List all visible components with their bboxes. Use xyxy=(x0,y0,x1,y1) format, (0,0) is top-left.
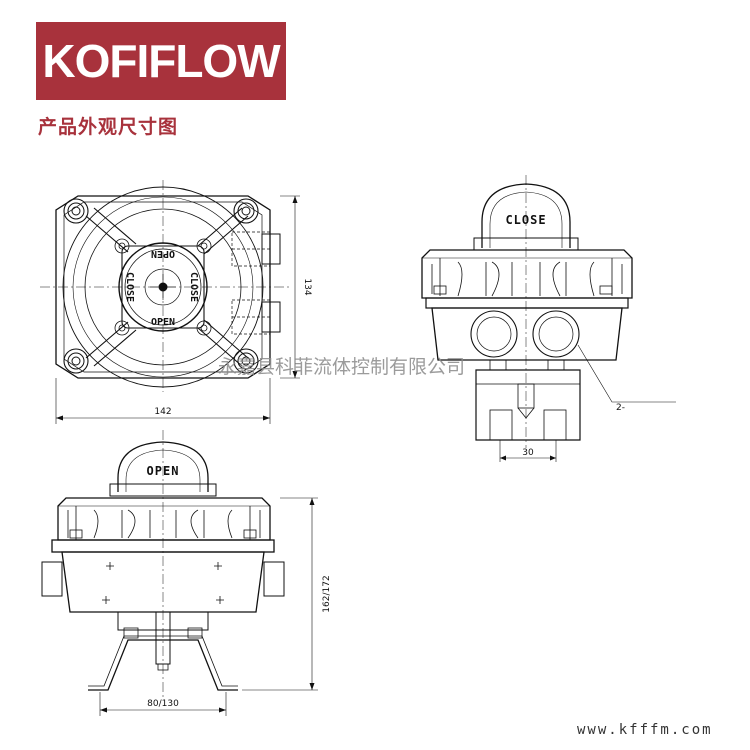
dial-open-label-bottom: OPEN xyxy=(151,317,175,328)
logo-text: KOFIFLOW xyxy=(42,35,280,87)
side-bracket-dimension-label: 30 xyxy=(522,448,534,458)
dial-close-label-right: CLOSE xyxy=(188,272,199,302)
bolt-icon xyxy=(233,198,259,224)
front-height-dimension-label: 162/172 xyxy=(322,575,332,612)
dial-close-label-left: CLOSE xyxy=(124,272,135,302)
page-subtitle: 产品外观尺寸图 xyxy=(38,116,179,138)
bolt-icon xyxy=(63,348,89,374)
dimension-width-label: 142 xyxy=(154,407,171,417)
front-view: OPEN 162/172 80/130 xyxy=(41,430,332,716)
side-view: CLOSE 2- 30 xyxy=(421,175,676,462)
side-dome-label: CLOSE xyxy=(505,213,546,227)
bolt-icon xyxy=(63,198,89,224)
port-callout-label: 2- xyxy=(616,403,625,413)
front-dome-label: OPEN xyxy=(147,464,180,478)
dimension-height-label: 134 xyxy=(302,278,312,295)
top-view: OPEN OPEN CLOSE CLOSE 142 134 xyxy=(40,180,312,424)
dial-open-label-top: OPEN xyxy=(151,248,175,259)
brand-logo: KOFIFLOW xyxy=(36,22,286,100)
company-watermark: 永嘉县科菲流体控制有限公司 xyxy=(218,356,466,378)
bolt-icon xyxy=(233,348,259,374)
front-bracket-dimension-label: 80/130 xyxy=(147,699,179,709)
website-url[interactable]: www.kfffm.com xyxy=(577,722,713,738)
